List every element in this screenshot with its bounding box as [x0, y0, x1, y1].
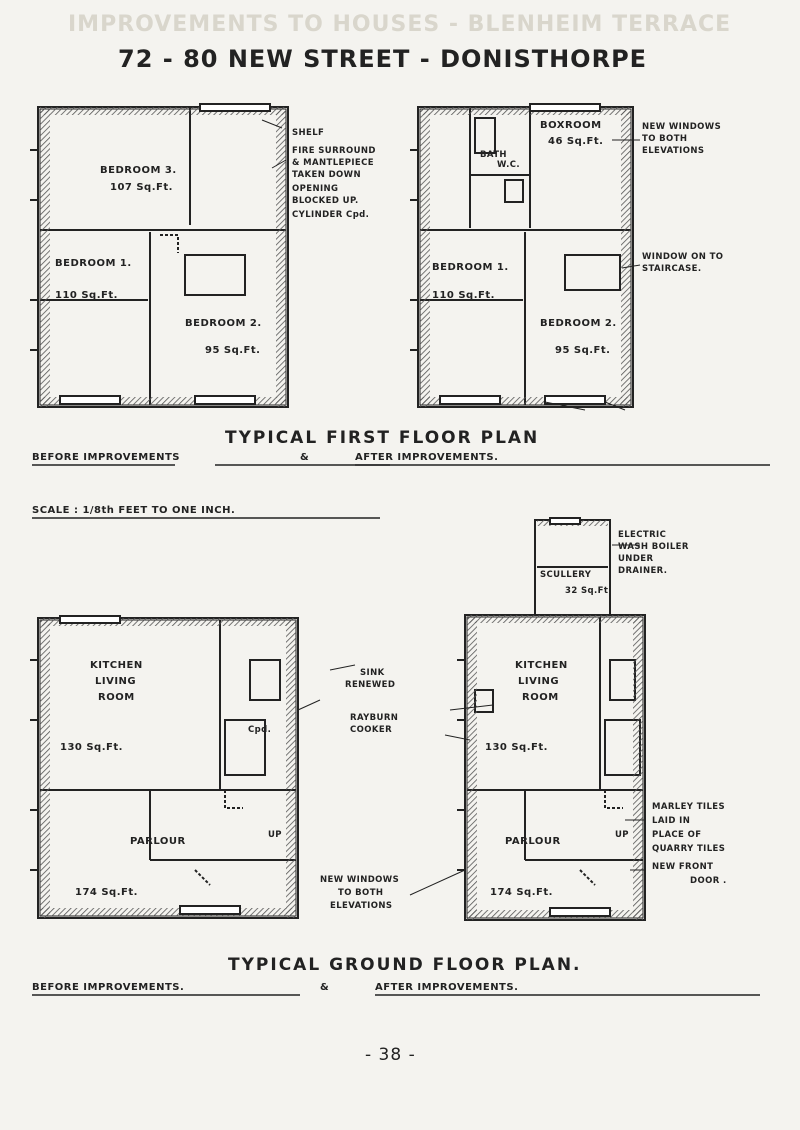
ff-after-bedroom1-area: 110 Sq.Ft. [432, 290, 495, 301]
gf-before-parlour-area: 174 Sq.Ft. [75, 887, 138, 898]
gf-after-living-label: LIVING [518, 676, 560, 687]
note-cylinder-cpd: CYLINDER Cpd. [292, 210, 370, 220]
ff-after-bath-label: BATH [480, 150, 507, 160]
header-address: 72 - 80 NEW STREET - DONISTHORPE [118, 45, 648, 73]
gf-before-kitchen-area: 130 Sq.Ft. [60, 742, 123, 753]
note-gf-elevations: ELEVATIONS [330, 901, 393, 911]
note-marley-tiles: MARLEY TILES [652, 802, 726, 812]
gf-after-kitchen-label: KITCHEN [515, 660, 568, 671]
ff-before-label: BEFORE IMPROVEMENTS [32, 452, 180, 463]
ff-after-boxroom-area: 46 Sq.Ft. [548, 136, 604, 147]
note-sink: SINK [360, 668, 385, 678]
ff-after-bedroom1-label: BEDROOM 1. [432, 262, 509, 273]
gf-after-scullery-area: 32 Sq.Ft. [565, 586, 612, 596]
gf-after-parlour-label: PARLOUR [505, 836, 561, 847]
ff-after-boxroom-label: BOXROOM [540, 120, 602, 131]
note-new-windows: NEW WINDOWS [642, 122, 722, 132]
gf-amp: & [320, 982, 330, 993]
note-to-both: TO BOTH [642, 134, 688, 144]
note-new-front: NEW FRONT [652, 862, 714, 872]
first-floor-after-plan [410, 103, 634, 411]
gf-before-up: UP [268, 830, 282, 840]
gf-after-label: AFTER IMPROVEMENTS. [375, 982, 519, 993]
note-under: UNDER [618, 554, 654, 564]
note-drainer: DRAINER. [618, 566, 668, 576]
note-mantlepiece: & MANTLEPIECE [292, 158, 374, 168]
ff-after-wc-label: W.C. [497, 160, 520, 170]
ff-before-bedroom3-area: 107 Sq.Ft. [110, 182, 173, 193]
note-elevations: ELEVATIONS [642, 146, 705, 156]
note-wash-boiler: WASH BOILER [618, 542, 689, 552]
gf-before-room-label: ROOM [98, 692, 135, 703]
note-taken-down: TAKEN DOWN [292, 170, 361, 180]
ff-after-bedroom2-area: 95 Sq.Ft. [555, 345, 611, 356]
page-number: - 38 - [365, 1045, 416, 1065]
header-title-faded: IMPROVEMENTS TO HOUSES - BLENHEIM TERRAC… [68, 12, 732, 37]
ff-before-bedroom2-label: BEDROOM 2. [185, 318, 262, 329]
gf-after-scullery-label: SCULLERY [540, 570, 592, 580]
gf-before-living-label: LIVING [95, 676, 137, 687]
note-fire-surround: FIRE SURROUND [292, 146, 376, 156]
note-rayburn: RAYBURN [350, 713, 399, 723]
note-quarry-tiles: QUARRY TILES [652, 844, 726, 854]
gf-before-parlour-label: PARLOUR [130, 836, 186, 847]
ground-floor-after-plan [457, 517, 646, 921]
note-window-on-to: WINDOW ON TO [642, 252, 724, 262]
note-place-of: PLACE OF [652, 830, 702, 840]
note-blocked-up: BLOCKED UP. [292, 196, 359, 206]
ff-amp: & [300, 452, 310, 463]
note-renewed: RENEWED [345, 680, 396, 690]
ff-before-bedroom1-area: 110 Sq.Ft. [55, 290, 118, 301]
ff-before-bedroom1-label: BEDROOM 1. [55, 258, 132, 269]
ff-before-bedroom3-label: BEDROOM 3. [100, 165, 177, 176]
gf-after-parlour-area: 174 Sq.Ft. [490, 887, 553, 898]
scale-note: SCALE : 1/8th FEET TO ONE INCH. [32, 505, 236, 516]
first-floor-title: TYPICAL FIRST FLOOR PLAN [225, 428, 540, 448]
note-cooker: COOKER [350, 725, 393, 735]
ff-after-bedroom2-label: BEDROOM 2. [540, 318, 617, 329]
note-door: DOOR . [690, 876, 727, 886]
gf-before-cpd: Cpd. [248, 725, 272, 735]
ground-floor-before-plan [30, 615, 299, 919]
gf-after-up: UP [615, 830, 629, 840]
ff-before-bedroom2-area: 95 Sq.Ft. [205, 345, 261, 356]
gf-after-kitchen-area: 130 Sq.Ft. [485, 742, 548, 753]
gf-after-room-label: ROOM [522, 692, 559, 703]
ff-after-label: AFTER IMPROVEMENTS. [355, 452, 499, 463]
note-electric: ELECTRIC [618, 530, 667, 540]
note-opening: OPENING [292, 184, 339, 194]
ground-floor-title: TYPICAL GROUND FLOOR PLAN. [228, 955, 582, 975]
note-staircase: STAIRCASE. [642, 264, 702, 274]
note-gf-new-windows: NEW WINDOWS [320, 875, 400, 885]
note-laid-in: LAID IN [652, 816, 691, 826]
first-floor-before-plan [30, 103, 289, 408]
note-shelf: SHELF [292, 128, 325, 138]
gf-before-kitchen-label: KITCHEN [90, 660, 143, 671]
note-gf-to-both: TO BOTH [338, 888, 384, 898]
gf-before-label: BEFORE IMPROVEMENTS. [32, 982, 185, 993]
